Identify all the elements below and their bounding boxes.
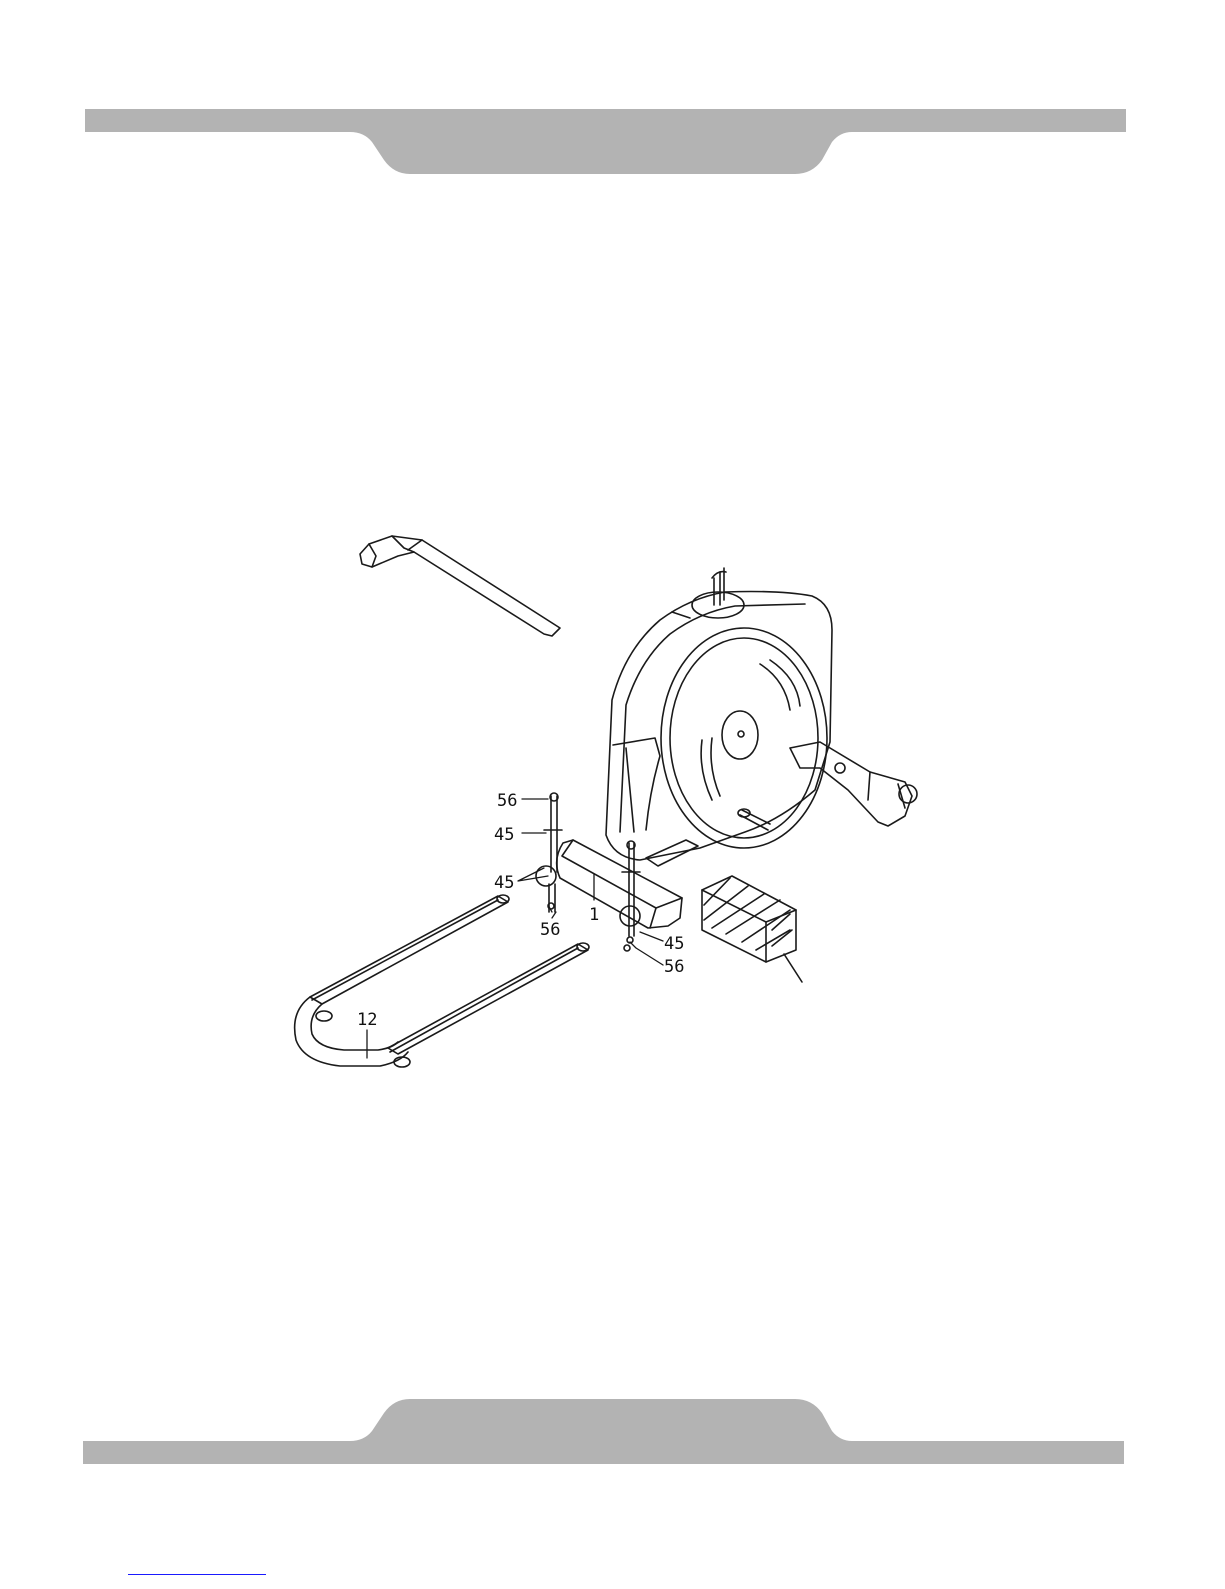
header-banner bbox=[85, 109, 1126, 174]
packing-block-illustration bbox=[702, 876, 802, 982]
callout-45-top: 45 bbox=[494, 825, 514, 845]
footer-banner bbox=[83, 1399, 1124, 1464]
callout-56-left: 56 bbox=[540, 920, 560, 940]
footer-link-underline[interactable] bbox=[128, 1574, 266, 1575]
leader-lines bbox=[367, 799, 663, 1058]
callout-45-right: 45 bbox=[664, 934, 684, 954]
elliptical-frame-illustration bbox=[606, 568, 917, 866]
callout-1: 1 bbox=[589, 905, 599, 925]
callout-12: 12 bbox=[357, 1010, 377, 1030]
callout-56-top: 56 bbox=[497, 791, 517, 811]
callout-56-right: 56 bbox=[664, 957, 684, 977]
callout-45-left: 45 bbox=[494, 873, 514, 893]
allen-key-illustration bbox=[360, 536, 560, 636]
